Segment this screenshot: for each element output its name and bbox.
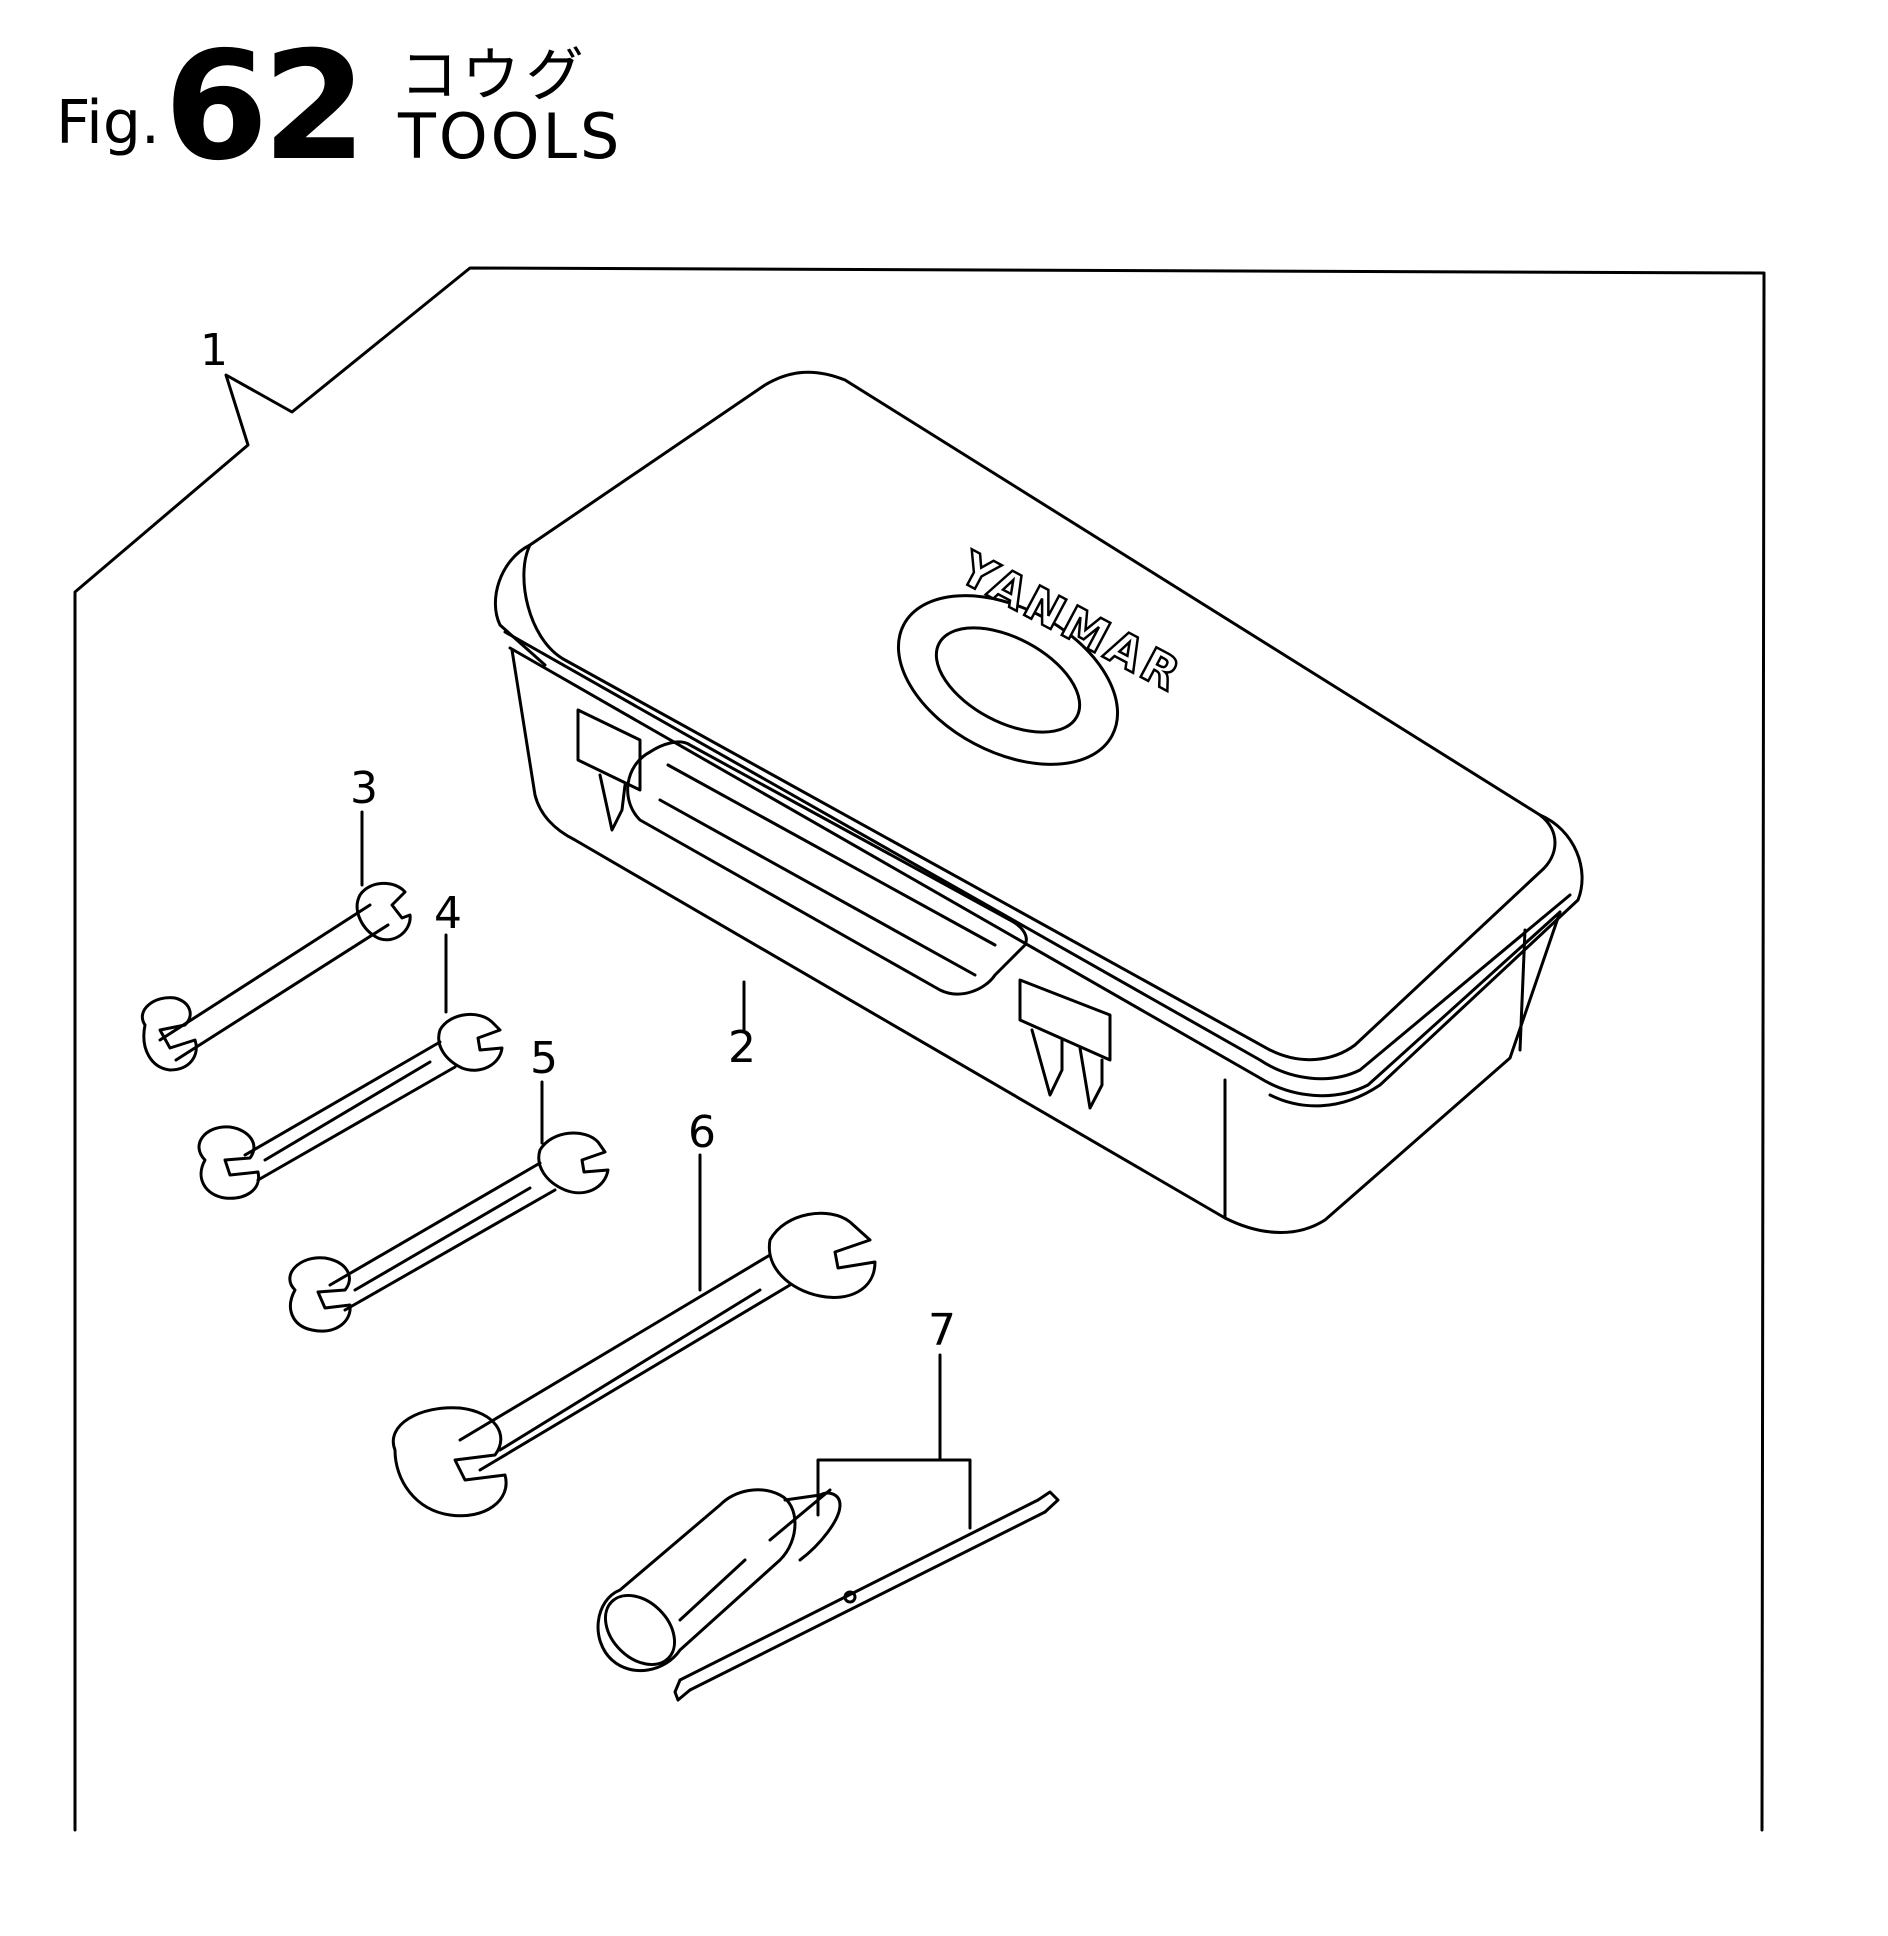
toolbox-drawing — [493, 370, 1584, 1234]
callout-2: 2 — [728, 1022, 756, 1073]
callout-6: 6 — [688, 1107, 716, 1158]
figure-title-english: TOOLS — [398, 100, 623, 173]
callout-3: 3 — [350, 763, 378, 814]
figure-title-japanese: コウグ — [400, 41, 590, 109]
figure-number: 62 — [164, 20, 367, 194]
callout-1: 1 — [200, 325, 228, 376]
kit-frame — [73, 266, 1766, 1832]
screwdriver-handle-drawing — [596, 1488, 842, 1673]
callout-4: 4 — [434, 888, 462, 939]
figure-prefix: Fig. — [56, 88, 160, 158]
logo-ring-inner — [934, 626, 1082, 734]
wrench-6-drawing — [391, 1211, 877, 1518]
wrench-4-drawing — [197, 1012, 504, 1200]
wrench-3-drawing — [141, 881, 412, 1072]
figure-header: Fig. 62 コウグ TOOLS — [0, 0, 700, 194]
logo-ring-outer — [896, 594, 1120, 766]
wrench-5-drawing — [288, 1131, 610, 1333]
callout-7: 7 — [928, 1305, 956, 1356]
leader-7 — [816, 1353, 972, 1530]
screwdriver-shaft-drawing — [673, 1490, 1060, 1702]
callout-5: 5 — [530, 1033, 558, 1084]
